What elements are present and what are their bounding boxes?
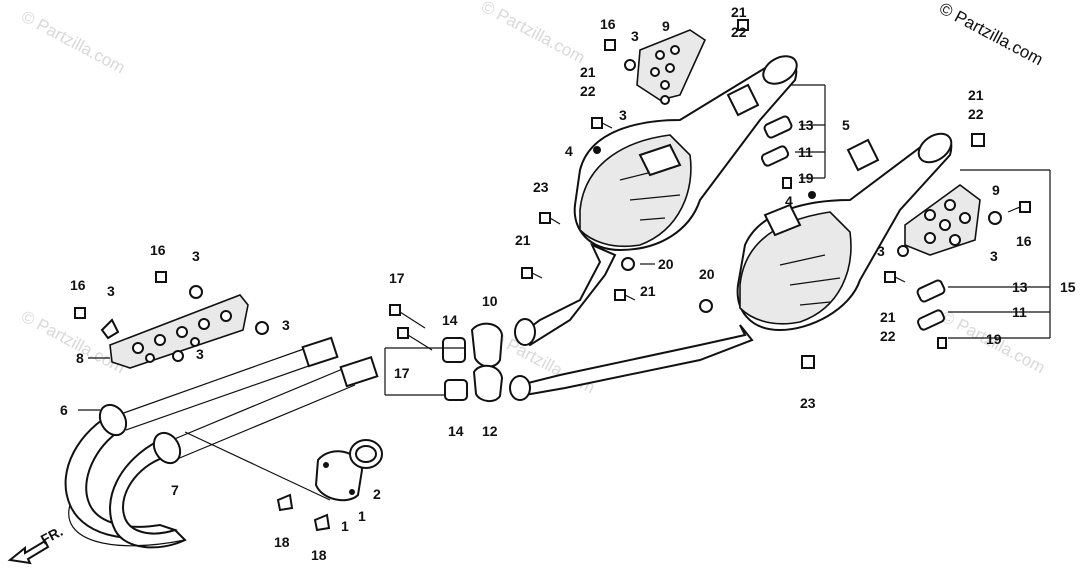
label-part-22: 22: [580, 83, 596, 99]
label-part-23: 23: [533, 179, 549, 195]
label-part-6: 6: [60, 402, 68, 418]
label-part-18: 18: [274, 534, 290, 550]
label-part-16: 16: [600, 16, 616, 32]
label-part-22: 22: [968, 106, 984, 122]
label-part-11: 11: [1012, 304, 1027, 320]
watermark: © Partzilla.com: [18, 7, 128, 78]
label-part-3: 3: [282, 317, 290, 333]
label-part-21: 21: [968, 87, 984, 103]
label-part-21: 21: [640, 283, 656, 299]
label-part-8: 8: [76, 350, 84, 366]
label-part-1: 1: [358, 508, 366, 524]
label-part-22: 22: [731, 24, 747, 40]
label-part-9: 9: [992, 182, 1000, 198]
label-part-18: 18: [311, 547, 327, 563]
label-part-21: 21: [515, 232, 531, 248]
label-part-16: 16: [150, 242, 166, 258]
watermark: © Partzilla.com: [18, 307, 128, 378]
label-part-11: 11: [798, 144, 813, 160]
heat-shield-8: [109, 294, 249, 369]
label-part-14: 14: [442, 312, 458, 328]
leader-lines: [78, 84, 1051, 411]
label-part-17: 17: [389, 270, 405, 286]
heat-shield-9-lower: [904, 184, 981, 256]
front-direction-arrow: FR.: [7, 523, 65, 565]
label-part-2: 2: [373, 486, 381, 502]
label-part-14: 14: [448, 423, 464, 439]
label-part-3: 3: [990, 248, 998, 264]
joint-parts: [314, 322, 504, 502]
label-part-21: 21: [580, 64, 596, 80]
heat-shield-9-upper: [636, 29, 707, 101]
brackets: [760, 115, 946, 331]
label-part-3: 3: [107, 283, 115, 299]
muffler-upper: [514, 55, 798, 347]
label-part-13: 13: [1012, 279, 1028, 295]
label-part-12: 12: [482, 423, 498, 439]
label-part-3: 3: [192, 248, 200, 264]
label-part-15: 15: [1060, 279, 1076, 295]
label-part-20: 20: [658, 256, 674, 272]
label-part-23: 23: [800, 395, 816, 411]
muffler-lower: [509, 132, 953, 401]
label-part-10: 10: [482, 293, 498, 309]
label-part-21: 21: [880, 309, 896, 325]
label-part-3: 3: [631, 28, 639, 44]
label-part-4: 4: [565, 143, 573, 159]
fasteners: [74, 19, 1031, 532]
label-part-20: 20: [699, 266, 715, 282]
watermark-main: © Partzilla.com: [936, 0, 1046, 69]
label-part-3: 3: [196, 346, 204, 362]
label-part-5: 5: [842, 117, 850, 133]
label-part-13: 13: [798, 117, 814, 133]
label-part-9: 9: [662, 18, 670, 34]
label-part-19: 19: [986, 331, 1002, 347]
label-part-19: 19: [798, 170, 814, 186]
label-part-22: 22: [880, 328, 896, 344]
label-part-3: 3: [619, 107, 627, 123]
watermark: © Partzilla.com: [478, 0, 588, 67]
label-part-7: 7: [171, 482, 179, 498]
label-part-16: 16: [1016, 233, 1032, 249]
part-labels: 1 1 2 3 3 3 3 3 3 3 3 4 4 5 6 7 8 9 9 10…: [60, 4, 1076, 563]
label-part-4: 4: [785, 193, 793, 209]
label-part-16: 16: [70, 277, 86, 293]
label-part-1: 1: [341, 518, 349, 534]
label-part-21: 21: [731, 4, 747, 20]
label-part-3: 3: [877, 243, 885, 259]
label-part-17: 17: [394, 365, 410, 381]
exhaust-pipe-assembly: [64, 336, 379, 549]
